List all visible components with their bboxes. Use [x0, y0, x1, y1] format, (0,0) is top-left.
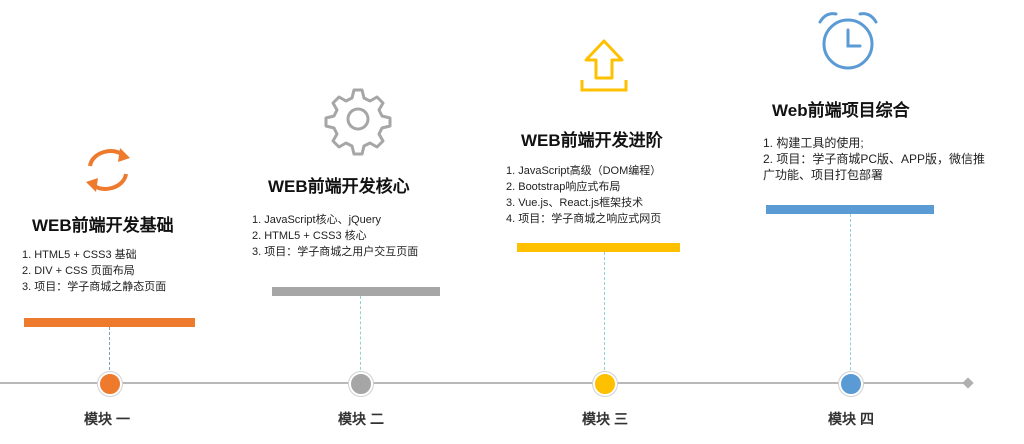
- timeline-arrow-icon: [962, 377, 974, 389]
- module-1-connector: [109, 327, 110, 375]
- list-item: 3. Vue.js、React.js框架技术: [506, 197, 644, 209]
- list-item: 2. 项目：学子商城PC版、APP版，微信推: [763, 152, 986, 166]
- module-1-label: 模块 一: [84, 411, 130, 427]
- module-4-label: 模块 四: [828, 411, 874, 427]
- module-2-label: 模块 二: [338, 411, 384, 427]
- module-2-connector: [360, 296, 361, 375]
- timeline-axis: [0, 382, 968, 384]
- refresh-icon: [80, 140, 136, 200]
- alarm-clock-icon: [816, 8, 880, 74]
- module-1-node: [98, 372, 122, 396]
- list-item: 2. Bootstrap响应式布局: [506, 181, 621, 193]
- upload-arrow-icon: [578, 38, 630, 96]
- list-item: 1. 构建工具的使用;: [763, 136, 864, 150]
- module-3-connector: [604, 252, 605, 375]
- list-item: 4. 项目：学子商城之响应式网页: [506, 213, 662, 225]
- list-item: 广功能、项目打包部署: [763, 168, 884, 182]
- module-4-node: [839, 372, 863, 396]
- module-3-label: 模块 三: [582, 411, 628, 427]
- module-1-bar: [24, 318, 195, 327]
- list-item: 1. HTML5 + CSS3 基础: [22, 249, 137, 261]
- list-item: 3. 项目：学子商城之用户交互页面: [252, 246, 419, 258]
- list-item: 3. 项目：学子商城之静态页面: [22, 281, 167, 293]
- list-item: 2. HTML5 + CSS3 核心: [252, 230, 367, 242]
- module-2-node: [349, 372, 373, 396]
- module-4-connector: [850, 214, 851, 375]
- list-item: 2. DIV + CSS 页面布局: [22, 265, 135, 277]
- list-item: 1. JavaScript核心、jQuery: [252, 214, 381, 226]
- module-2-bar: [272, 287, 440, 296]
- module-3-node: [593, 372, 617, 396]
- module-3-bar: [517, 243, 680, 252]
- module-3-title: WEB前端开发进阶: [521, 131, 663, 150]
- module-3-items: 1. JavaScript高级（DOM编程） 2. Bootstrap响应式布局…: [506, 163, 661, 227]
- module-4-bar: [766, 205, 934, 214]
- module-1-items: 1. HTML5 + CSS3 基础 2. DIV + CSS 页面布局 3. …: [22, 247, 166, 295]
- module-4-title: Web前端项目综合: [772, 101, 910, 120]
- module-4-items: 1. 构建工具的使用; 2. 项目：学子商城PC版、APP版，微信推 广功能、项…: [763, 135, 985, 183]
- module-2-items: 1. JavaScript核心、jQuery 2. HTML5 + CSS3 核…: [252, 212, 418, 260]
- gear-icon: [324, 86, 392, 156]
- list-item: 1. JavaScript高级（DOM编程）: [506, 165, 662, 177]
- module-2-title: WEB前端开发核心: [268, 177, 410, 196]
- module-1-title: WEB前端开发基础: [32, 216, 174, 235]
